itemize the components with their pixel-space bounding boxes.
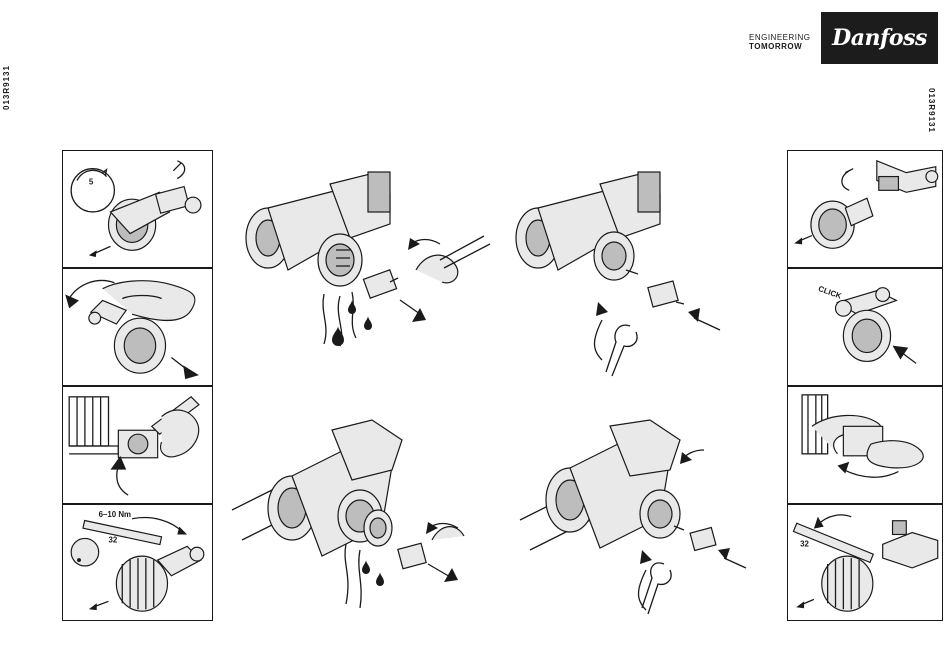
tighten-sensor-illustration: 6–10 Nm 32 [63,505,212,620]
valve-insert-removal-figure [240,170,490,370]
left-step-3-panel [62,386,213,504]
logo-wordmark: Danfoss [832,25,927,51]
fit-sensor-illustration [788,151,942,267]
right-step-3-panel [787,386,943,504]
tagline-line-2: TOMORROW [749,42,811,51]
click-sensor-illustration: CLICK [788,269,942,385]
brand-tagline: ENGINEERING TOMORROW [749,33,811,51]
right-step-1-panel [787,150,943,268]
dial-number-label: 5 [89,177,94,186]
right-step-2-panel: CLICK [787,268,943,386]
tagline-line-1: ENGINEERING [749,33,811,42]
document-code-left: 013R9131 [2,65,11,110]
angle-valve-insert-fitting-figure [520,420,760,620]
hand-rotate-illustration [63,269,212,385]
left-step-4-panel: 6–10 Nm 32 [62,504,213,621]
left-step-1-panel: 5 [62,150,213,268]
danfoss-logo: Danfoss [821,12,938,64]
left-step-2-panel [62,268,213,386]
remove-sensor-illustration: 5 [63,151,212,267]
wrench-size-label-left: 32 [109,535,118,544]
wrench-size-label-right: 32 [800,539,809,548]
angle-valve-insert-removal-figure [232,420,472,620]
wrench-radiator-illustration [63,387,212,503]
hand-lock-illustration [788,387,942,503]
torque-label: 6–10 Nm [99,510,131,519]
document-code-right: 013R9131 [927,88,936,132]
valve-insert-fitting-figure [510,170,740,380]
wrench-remove-illustration: 32 [788,505,942,620]
right-step-4-panel: 32 [787,504,943,621]
click-label: CLICK [817,284,843,301]
